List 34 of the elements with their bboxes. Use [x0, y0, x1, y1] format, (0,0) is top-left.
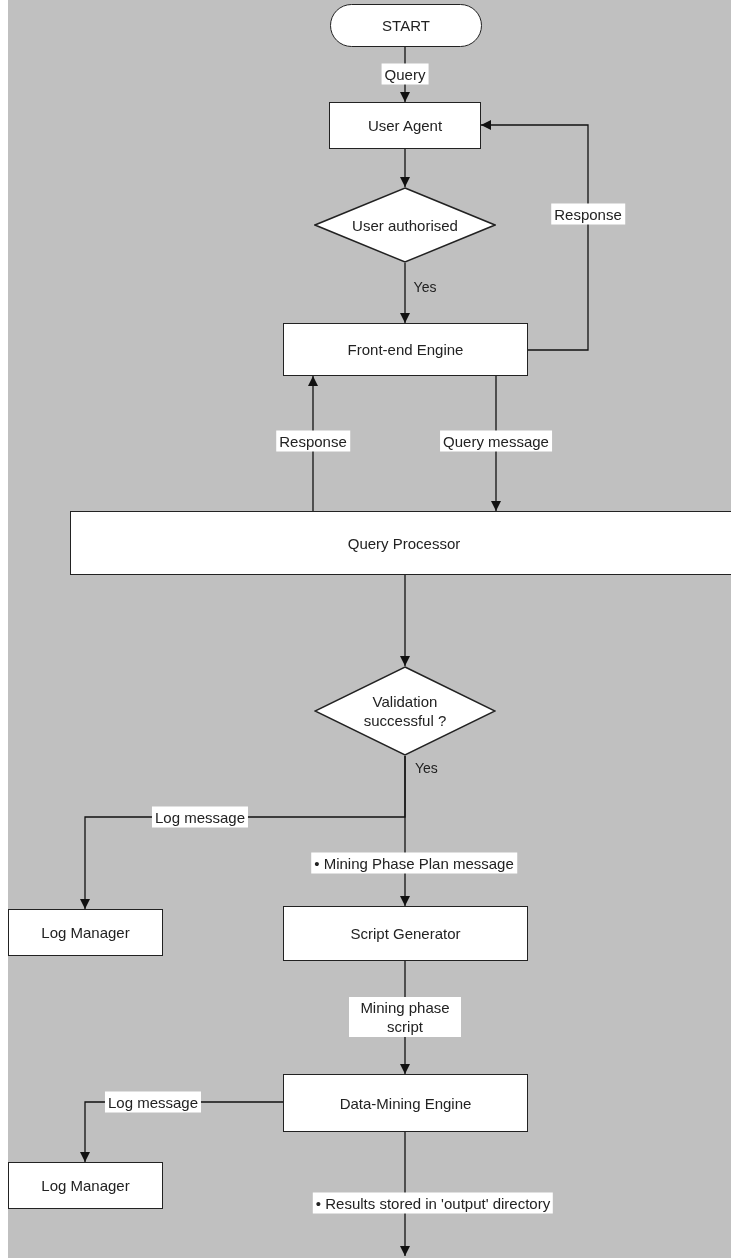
node-label: Data-Mining Engine — [339, 1093, 472, 1113]
edge-label: Log message — [151, 806, 249, 828]
edge-label: Response — [551, 203, 625, 225]
edge-label: Query message — [440, 430, 552, 452]
process-box — [70, 511, 731, 575]
process-box — [283, 1074, 528, 1132]
arrow — [400, 574, 410, 667]
process-box — [8, 1162, 163, 1209]
process-box — [8, 909, 163, 956]
arrow — [400, 148, 410, 188]
edge-label: Mining phase script — [349, 997, 461, 1037]
edge-label: Response — [276, 430, 350, 452]
node-label: Front-end Engine — [347, 340, 464, 359]
node-label: START — [382, 16, 430, 35]
edge-label: Log message — [104, 1091, 202, 1113]
node-label: Query Processor — [347, 533, 461, 553]
edge-label: Query — [381, 63, 429, 85]
process-box — [283, 323, 528, 376]
branch-label: Yes — [415, 759, 438, 778]
node-label: Script Generator — [350, 924, 461, 943]
arrow — [480, 120, 589, 351]
decision-diamond — [314, 187, 496, 263]
edge-label: • Mining Phase Plan message — [311, 852, 517, 874]
terminal-pill — [330, 4, 482, 47]
node-label: User Agent — [367, 116, 443, 135]
node-label: Log Manager — [41, 923, 130, 942]
arrow — [400, 262, 410, 324]
node-label: User authorised — [352, 215, 458, 235]
process-box — [329, 102, 481, 149]
node-label: Validation successful ? — [362, 692, 448, 730]
process-box — [283, 906, 528, 961]
node-label: Log Manager — [41, 1176, 130, 1195]
edge-label: Yes — [412, 277, 438, 297]
edge-label: • Results stored in 'output' directory — [312, 1192, 554, 1214]
